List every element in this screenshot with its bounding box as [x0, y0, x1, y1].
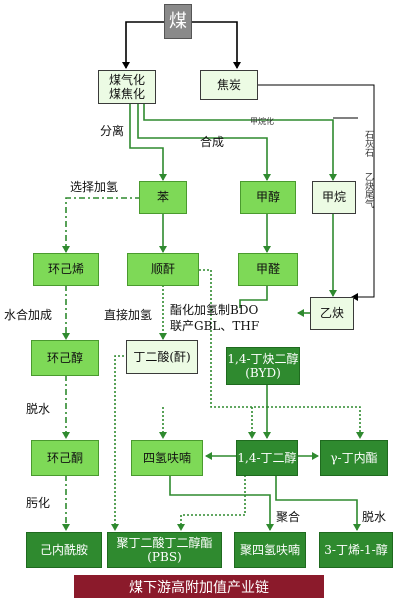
label-selective-hydrogenation: 选择加氢	[70, 180, 119, 194]
label-acetylene-tail-gas: 乙炔尾气	[363, 172, 373, 208]
node-methanol: 甲醇	[240, 181, 296, 214]
chain-title-banner: 煤下游高附加值产业链	[74, 575, 324, 598]
node-pbs: 聚丁二酸丁二醇酯 (PBS)	[107, 532, 222, 568]
node-cyclohexene: 环己烯	[33, 253, 99, 286]
node-ptmeg: 聚四氢呋喃	[234, 532, 306, 568]
node-cyclohexanone: 环己酮	[31, 440, 99, 476]
label-dehydration: 脱水	[26, 402, 51, 416]
node-thf: 四氢呋喃	[131, 440, 203, 476]
label-hydration: 水合加成	[4, 308, 53, 322]
node-acetylene: 乙炔	[310, 297, 354, 330]
label-oximation: 肟化	[26, 496, 51, 510]
label-polymerization: 聚合	[276, 510, 301, 524]
node-gbl: γ-丁内酯	[320, 440, 388, 476]
label-dehydration-2: 脱水	[362, 510, 387, 524]
node-coke: 焦炭	[200, 70, 258, 100]
node-formaldehyde: 甲醛	[238, 253, 298, 286]
node-methane: 甲烷	[312, 181, 356, 214]
label-limestone: 石灰石	[363, 130, 373, 157]
node-coal: 煤	[164, 4, 192, 39]
node-succinic-acid: 丁二酸(酐)	[126, 340, 198, 374]
node-maleic-anhydride: 顺酐	[127, 253, 199, 286]
node-cyclohexanol: 环己醇	[31, 340, 99, 376]
node-coal-gasification: 煤气化 煤焦化	[98, 70, 156, 104]
label-bdo-route: 酯化加氢制BDO 联产GBL、THF	[170, 303, 260, 333]
node-benzene: 苯	[139, 181, 187, 214]
label-methanation: 甲烷化	[250, 117, 274, 126]
label-synthesis: 合成	[200, 135, 225, 149]
label-separation: 分离	[100, 124, 125, 138]
label-direct-hydrogenation: 直接加氢	[104, 308, 153, 322]
node-butynediol: 1,4-丁炔二醇 (BYD)	[226, 347, 300, 385]
node-bdo: 1,4-丁二醇	[236, 440, 298, 476]
node-butenol: 3-丁烯-1-醇	[319, 532, 393, 568]
node-caprolactam: 己内酰胺	[26, 532, 102, 568]
